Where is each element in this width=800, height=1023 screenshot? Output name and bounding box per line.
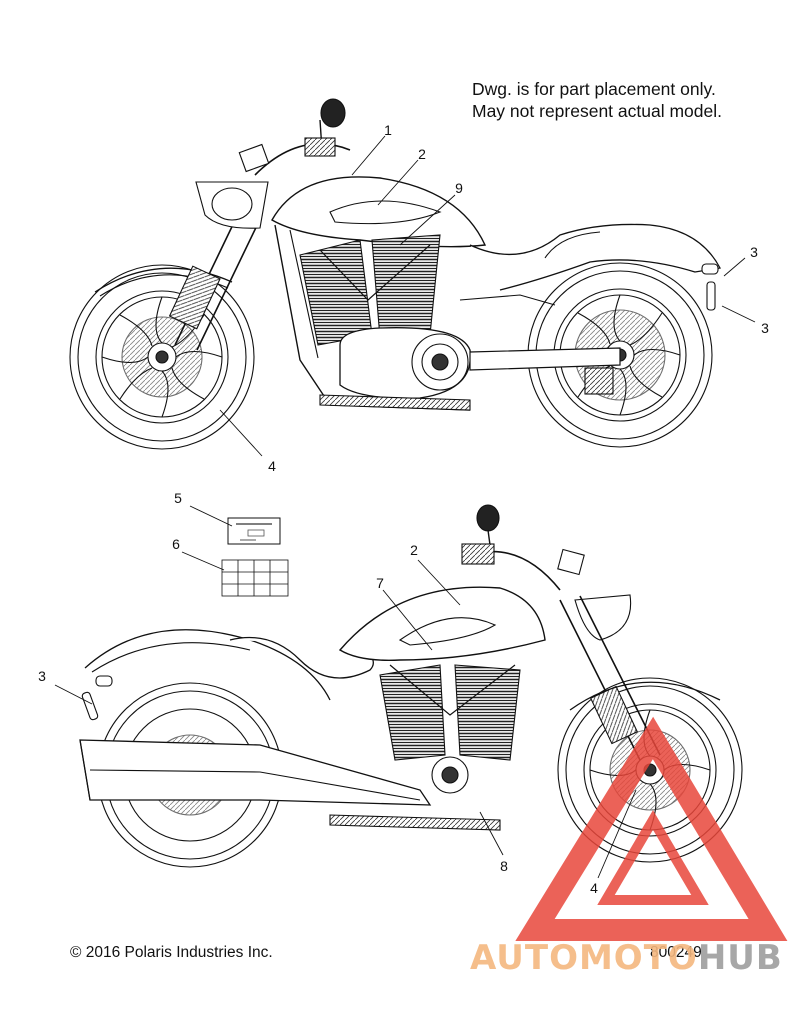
callout-4-top: 4 bbox=[268, 458, 276, 474]
callout-3-top-a: 3 bbox=[750, 244, 758, 260]
motorcycle-right-side bbox=[69, 98, 721, 450]
watermark-part-1: AUTOMOTO bbox=[470, 938, 698, 978]
callout-2-top: 2 bbox=[418, 146, 426, 162]
callout-8: 8 bbox=[500, 858, 508, 874]
callout-4-bottom: 4 bbox=[590, 880, 598, 896]
watermark-text: AUTOMOTOHUB bbox=[470, 938, 783, 978]
watermark-logo-triangle bbox=[515, 716, 788, 941]
callout-3-bottom: 3 bbox=[38, 668, 46, 684]
watermark-part-2: HUB bbox=[697, 938, 783, 978]
drawing-number: 800249 bbox=[650, 944, 702, 961]
callout-3-top-b: 3 bbox=[761, 320, 769, 336]
callout-6: 6 bbox=[172, 536, 180, 552]
engine-top bbox=[299, 234, 472, 411]
placement-disclaimer: Dwg. is for part placement only. May not… bbox=[472, 78, 782, 122]
leader-lines bbox=[54, 135, 756, 879]
decal-label-5 bbox=[227, 517, 281, 545]
callout-7: 7 bbox=[376, 575, 384, 591]
front-wheel-top bbox=[69, 264, 255, 450]
callout-1: 1 bbox=[384, 122, 392, 138]
disclaimer-line-1: Dwg. is for part placement only. bbox=[472, 79, 716, 99]
callout-9: 9 bbox=[455, 180, 463, 196]
engine-bottom bbox=[329, 664, 521, 831]
callout-2-bottom: 2 bbox=[410, 542, 418, 558]
copyright-notice: © 2016 Polaris Industries Inc. bbox=[70, 944, 273, 961]
disclaimer-line-2: May not represent actual model. bbox=[472, 101, 722, 121]
callout-5: 5 bbox=[174, 490, 182, 506]
decal-label-6 bbox=[221, 559, 289, 597]
motorcycle-left-side bbox=[79, 504, 743, 868]
